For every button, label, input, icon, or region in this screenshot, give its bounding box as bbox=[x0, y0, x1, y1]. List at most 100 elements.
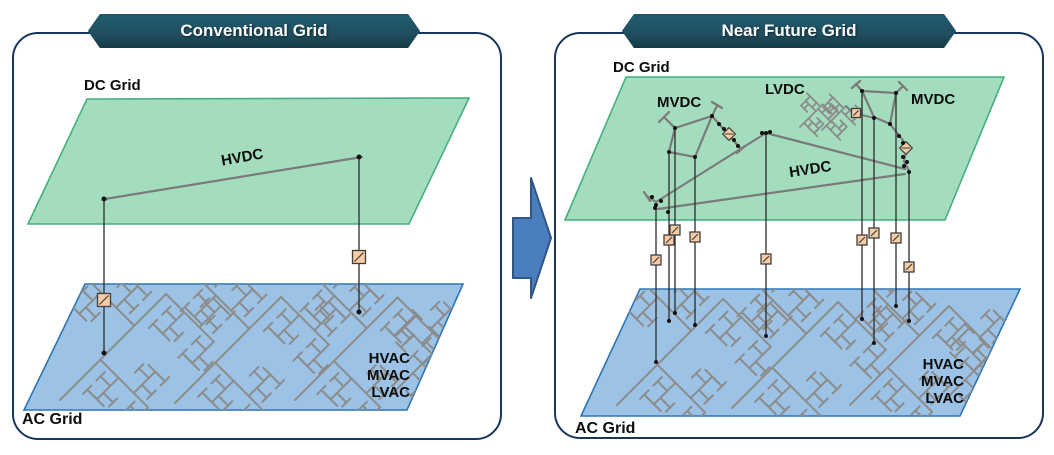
branch bbox=[276, 308, 287, 319]
branch bbox=[179, 301, 190, 313]
node-dot bbox=[872, 341, 876, 345]
branch bbox=[255, 386, 268, 399]
branch bbox=[963, 360, 975, 372]
branch bbox=[959, 356, 970, 367]
branch bbox=[771, 289, 782, 293]
branch bbox=[767, 384, 792, 409]
branch bbox=[232, 422, 242, 432]
branch bbox=[95, 270, 105, 280]
branch bbox=[228, 265, 236, 273]
branch bbox=[826, 125, 835, 134]
node-dot bbox=[717, 122, 721, 126]
branch bbox=[84, 306, 97, 319]
ac-voltage-levels-right: HVAC MVAC LVAC bbox=[900, 356, 964, 407]
branch bbox=[873, 290, 921, 337]
branch bbox=[906, 425, 919, 438]
branch bbox=[616, 297, 725, 406]
branch bbox=[319, 284, 368, 330]
hvac-label-left: HVAC bbox=[368, 350, 410, 367]
branch bbox=[82, 384, 93, 395]
branch bbox=[690, 427, 700, 437]
branch bbox=[465, 363, 477, 375]
branch bbox=[318, 304, 331, 317]
branch bbox=[738, 357, 751, 370]
branch bbox=[810, 436, 818, 444]
branch bbox=[303, 306, 315, 318]
branch bbox=[312, 294, 336, 318]
branch bbox=[350, 419, 359, 428]
branch bbox=[142, 290, 153, 302]
branch bbox=[792, 430, 806, 444]
branch bbox=[977, 402, 991, 416]
branch bbox=[442, 352, 455, 365]
branch bbox=[203, 361, 214, 372]
branch bbox=[312, 358, 325, 371]
branch bbox=[685, 308, 697, 320]
branch bbox=[759, 265, 780, 286]
branch bbox=[333, 376, 345, 388]
branch bbox=[980, 395, 998, 413]
dc-converter-icon bbox=[721, 126, 737, 142]
branch bbox=[813, 127, 820, 135]
branch bbox=[656, 380, 669, 392]
branch bbox=[873, 317, 885, 329]
branch bbox=[948, 320, 960, 332]
node-dot bbox=[860, 89, 864, 93]
branch bbox=[972, 408, 984, 416]
branch bbox=[886, 289, 897, 298]
branch bbox=[173, 331, 185, 343]
branch bbox=[434, 304, 446, 317]
branch bbox=[361, 404, 374, 410]
branch bbox=[847, 117, 857, 126]
branch bbox=[95, 371, 106, 382]
branch bbox=[269, 373, 281, 386]
branch bbox=[665, 262, 675, 272]
branch bbox=[429, 300, 441, 312]
ac-grid-label-left: AC Grid bbox=[22, 411, 83, 428]
converter-icon bbox=[669, 224, 681, 236]
branch bbox=[769, 328, 780, 340]
branch bbox=[734, 353, 745, 364]
branch bbox=[722, 297, 772, 348]
branch bbox=[198, 304, 222, 329]
branch bbox=[942, 382, 953, 393]
branch bbox=[168, 326, 180, 338]
node-dot bbox=[894, 304, 898, 308]
branch bbox=[181, 352, 194, 365]
branch bbox=[810, 129, 819, 138]
branch bbox=[730, 336, 742, 348]
branch bbox=[190, 334, 202, 346]
branch bbox=[886, 381, 898, 393]
branch bbox=[120, 422, 134, 436]
branch bbox=[123, 298, 135, 311]
branch bbox=[797, 414, 822, 416]
branch bbox=[341, 397, 352, 408]
branch bbox=[238, 301, 250, 314]
branch bbox=[800, 311, 812, 323]
branch bbox=[335, 255, 348, 268]
branch bbox=[365, 371, 389, 395]
branch bbox=[248, 425, 258, 435]
branch bbox=[825, 104, 833, 112]
branch bbox=[113, 262, 121, 270]
node-dot bbox=[888, 122, 892, 126]
branch bbox=[944, 316, 955, 327]
branch bbox=[699, 295, 710, 307]
branch bbox=[949, 351, 961, 363]
branch bbox=[807, 117, 820, 130]
branch bbox=[1013, 351, 1020, 365]
converter-icon bbox=[96, 292, 112, 308]
branch bbox=[361, 306, 372, 318]
branch bbox=[810, 375, 822, 388]
branch bbox=[430, 391, 449, 410]
branch bbox=[214, 378, 227, 390]
branch bbox=[235, 425, 249, 439]
branch bbox=[396, 312, 409, 324]
node-dot bbox=[356, 154, 362, 160]
branch bbox=[883, 383, 906, 406]
branch bbox=[827, 101, 840, 115]
branch bbox=[957, 327, 970, 341]
converter-icon bbox=[868, 227, 880, 239]
branch bbox=[923, 431, 931, 439]
branch bbox=[911, 410, 934, 416]
